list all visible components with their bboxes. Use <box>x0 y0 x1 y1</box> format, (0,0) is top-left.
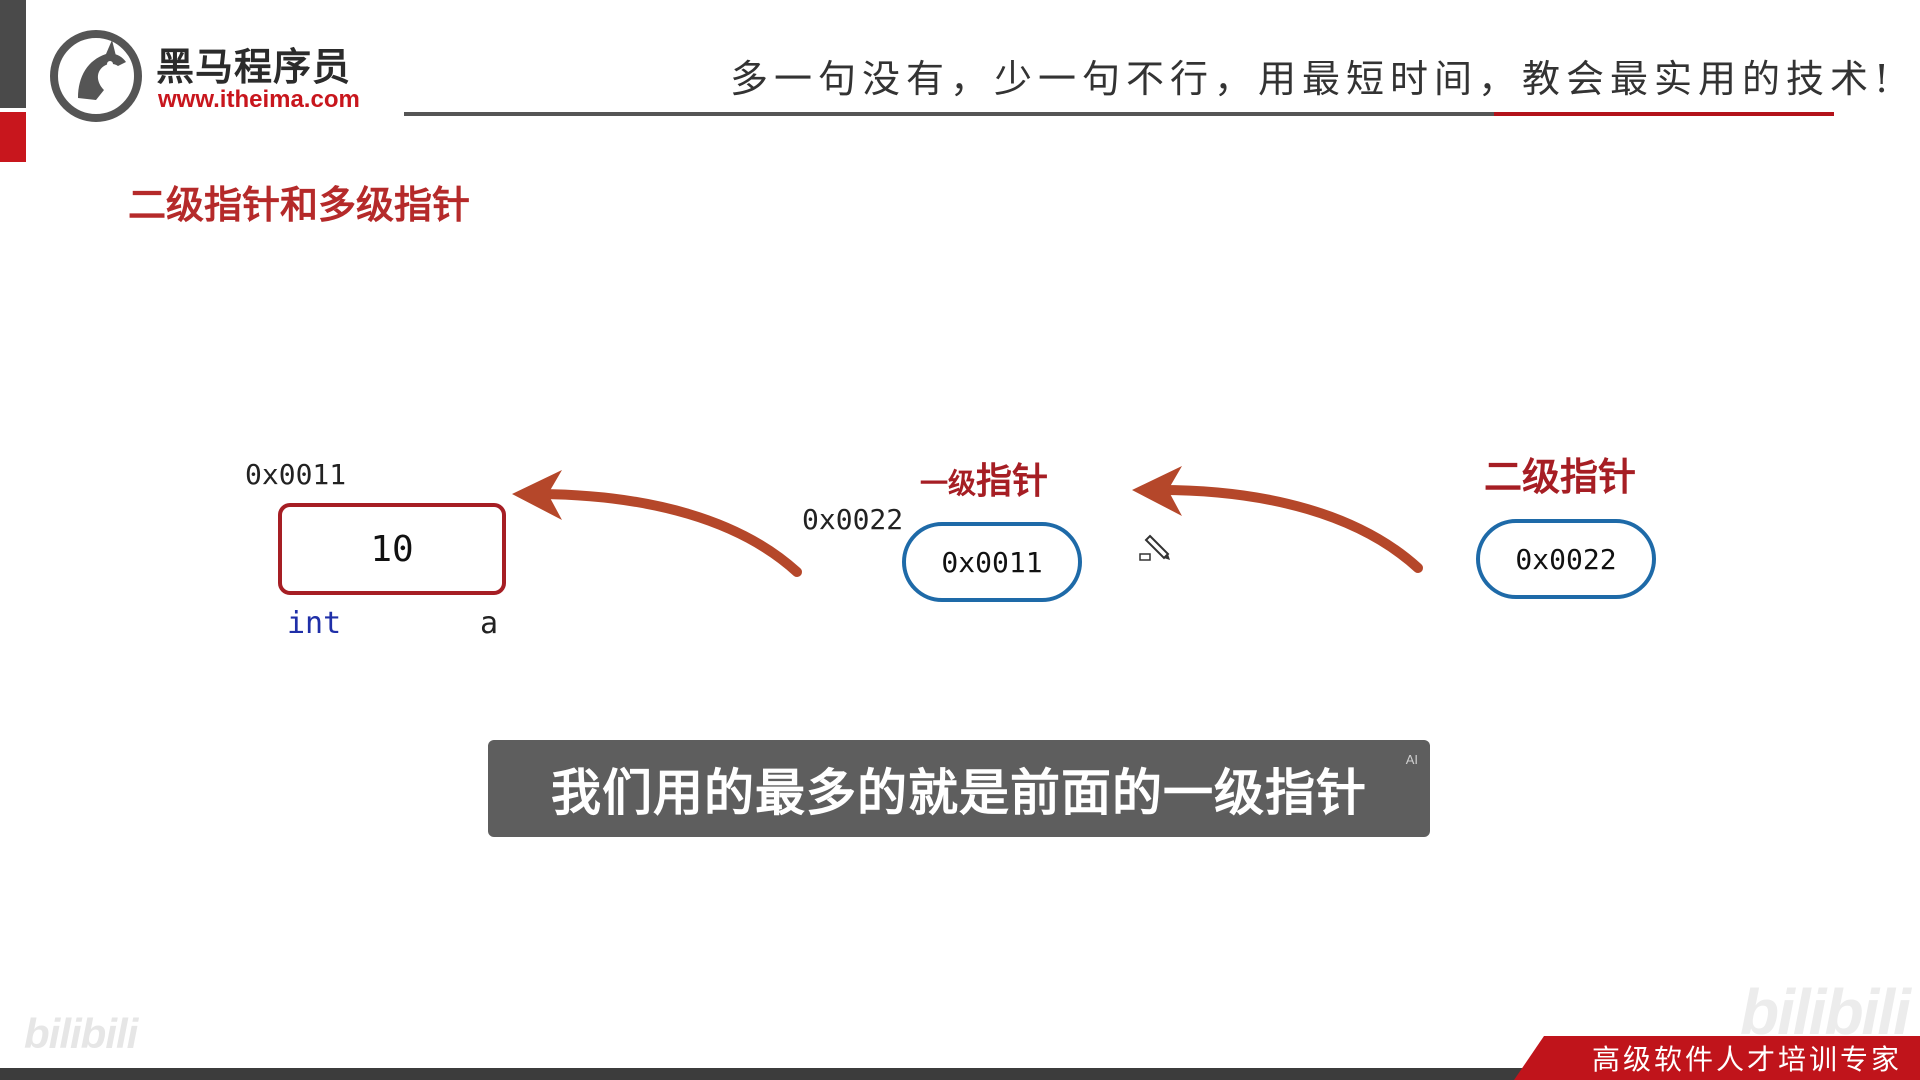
footer-bar <box>0 1068 1920 1080</box>
header-slogan: 多一句没有，少一句不行，用最短时间，教会最实用的技术! <box>730 57 1896 101</box>
pointer1-label: 一级指针 <box>920 452 1048 504</box>
pointer2-pill: 0x0022 <box>1476 519 1656 599</box>
pen-cursor-icon <box>1139 534 1170 561</box>
brand-name: 黑马程序员 <box>156 45 352 89</box>
arrow-pointer2-to-pointer1 <box>1132 466 1423 573</box>
bilibili-watermark-left: bilibili <box>24 1010 138 1057</box>
arrow-pointer1-to-variable <box>512 470 802 577</box>
subtitle-text: 我们用的最多的就是前面的一级指针 <box>551 763 1367 822</box>
variable-address: 0x0011 <box>245 458 347 491</box>
pointer1-pill: 0x0011 <box>902 522 1082 602</box>
brand-logo: 黑马程序员 www.itheima.com <box>48 26 378 122</box>
ai-badge: AI <box>1405 752 1418 767</box>
horse-head-logo-icon <box>50 30 142 122</box>
left-edge-red-bar <box>0 112 26 162</box>
subtitle-caption: 我们用的最多的就是前面的一级指针 AI <box>488 740 1430 837</box>
slide-title: 二级指针和多级指针 <box>128 183 471 227</box>
left-edge-dark-bar <box>0 0 26 108</box>
brand-url: www.itheima.com <box>158 86 360 113</box>
footer-tagline: 高级软件人才培训专家 <box>1591 1043 1902 1076</box>
pointer2-label: 二级指针 <box>1484 455 1637 499</box>
header-divider-gray <box>404 112 1494 116</box>
header-divider-red <box>1494 112 1834 116</box>
variable-name: a <box>480 606 499 641</box>
pointer1-address: 0x0022 <box>802 503 904 536</box>
variable-box: 10 <box>278 503 506 595</box>
pointer1-label-suffix: 指针 <box>976 461 1049 502</box>
pointer1-label-prefix: 一级 <box>920 467 977 500</box>
footer-tagline-banner: 高级软件人才培训专家 <box>1514 1036 1920 1080</box>
variable-type: int <box>287 606 342 641</box>
